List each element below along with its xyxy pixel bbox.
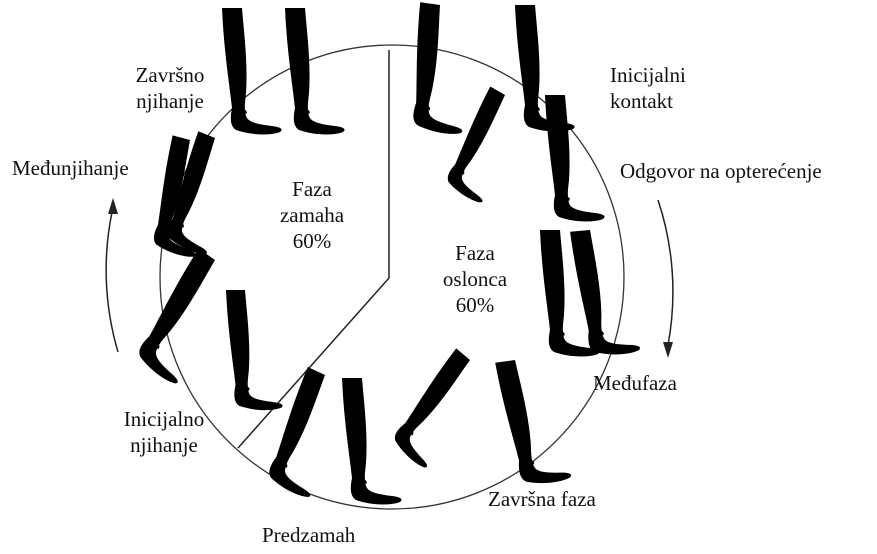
label-initial-contact: Inicijalni kontakt	[610, 62, 686, 114]
swing-phase-percent: 60%	[262, 228, 362, 254]
leg-icon	[226, 290, 283, 410]
leg-icon	[342, 378, 402, 504]
leg-icon	[570, 227, 640, 358]
label-loading-response: Odgovor na opterećenje	[620, 158, 822, 184]
arrow-icon-left	[106, 198, 118, 352]
leg-icon	[495, 354, 572, 488]
label-initial-contact-line1: Inicijalni	[610, 62, 686, 88]
label-terminal-stance: Završna faza	[488, 486, 596, 512]
stance-phase-label: Faza oslonca 60%	[420, 240, 530, 318]
label-initial-contact-line2: kontakt	[610, 88, 686, 114]
label-terminal-swing: Završno njihanje	[116, 62, 224, 114]
leg-icon	[437, 87, 535, 205]
swing-phase-title-1: Faza	[262, 176, 362, 202]
swing-phase-label: Faza zamaha 60%	[262, 176, 362, 254]
leg-icon	[545, 95, 605, 221]
label-midswing: Međunjihanje	[12, 155, 129, 181]
label-terminal-swing-line2: njihanje	[116, 88, 224, 114]
label-initial-swing-line1: Inicijalno	[108, 406, 220, 432]
leg-icon	[403, 2, 480, 136]
label-terminal-swing-line1: Završno	[116, 62, 224, 88]
arrow-icon-right	[658, 200, 673, 358]
leg-icon	[222, 8, 282, 134]
label-preswing: Predzamah	[262, 522, 355, 548]
swing-phase-title-2: zamaha	[262, 202, 362, 228]
leg-icon	[285, 8, 345, 134]
label-midstance: Međufaza	[593, 370, 677, 396]
label-initial-swing: Inicijalno njihanje	[108, 406, 220, 458]
leg-icon	[383, 348, 497, 470]
stance-phase-title-2: oslonca	[420, 266, 530, 292]
label-initial-swing-line2: njihanje	[108, 432, 220, 458]
stance-phase-title-1: Faza	[420, 240, 530, 266]
stance-phase-percent: 60%	[420, 292, 530, 318]
